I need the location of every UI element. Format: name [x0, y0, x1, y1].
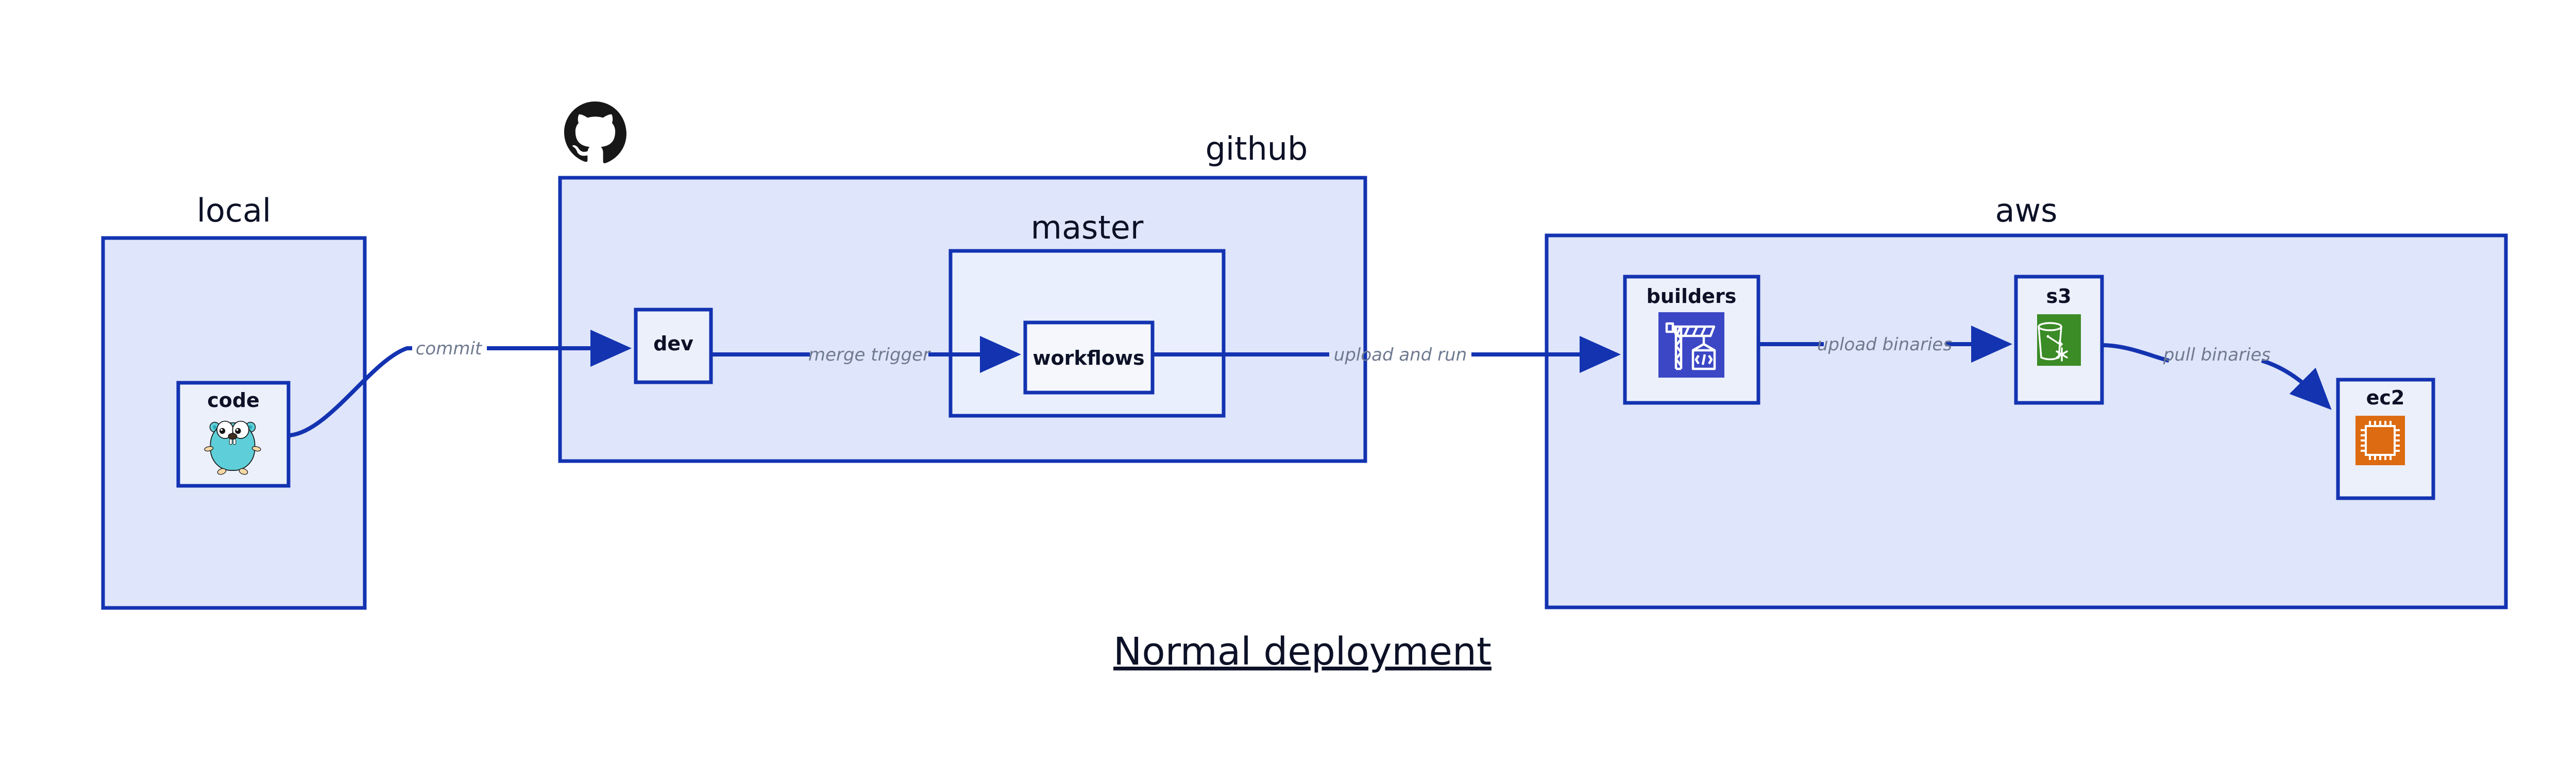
- node-ec2-label: ec2: [2366, 386, 2405, 409]
- node-dev-box[interactable]: [634, 308, 713, 384]
- group-master-label: master: [1031, 209, 1144, 246]
- node-workflows[interactable]: workflows: [1023, 320, 1155, 395]
- edge-merge-trigger: merge trigger: [711, 336, 1021, 373]
- page-title: Normal deployment: [1113, 630, 1492, 674]
- edge-merge-trigger-label: merge trigger: [808, 345, 931, 365]
- group-github-label: github: [1206, 130, 1308, 167]
- edge-pull-binaries-path-1: [2102, 343, 2170, 363]
- crane-build-icon: [1658, 312, 1724, 378]
- node-dev[interactable]: dev: [634, 308, 713, 384]
- node-code-label: code: [207, 389, 260, 412]
- node-builders-label: builders: [1647, 285, 1737, 308]
- edge-pull-binaries-path-2: [2261, 359, 2332, 410]
- edge-commit-label: commit: [416, 338, 483, 359]
- go-gopher-icon: [204, 420, 261, 475]
- s3-bucket-icon: [2037, 314, 2081, 366]
- node-s3-label: s3: [2046, 285, 2071, 308]
- node-workflows-label: workflows: [1032, 347, 1144, 369]
- github-octocat-icon: [564, 101, 626, 163]
- edge-upload-and-run-label: upload and run: [1334, 345, 1467, 365]
- node-code[interactable]: code: [176, 381, 291, 488]
- node-dev-label: dev: [653, 332, 693, 355]
- edge-pull-binaries: pull binaries: [2102, 343, 2332, 410]
- edge-pull-binaries-label: pull binaries: [2163, 345, 2270, 365]
- node-builders[interactable]: builders: [1623, 275, 1760, 405]
- edge-upload-binaries-label: upload binaries: [1817, 334, 1952, 355]
- cpu-chip-icon: [2355, 416, 2405, 465]
- group-local-label: local: [197, 192, 271, 229]
- edge-commit-path: [290, 346, 412, 437]
- group-aws-label: aws: [1995, 192, 2057, 229]
- node-workflows-box[interactable]: [1023, 320, 1155, 395]
- edge-commit: commit: [290, 330, 632, 437]
- edge-upload-binaries: upload binaries: [1758, 326, 2012, 363]
- node-s3[interactable]: s3: [2014, 275, 2104, 405]
- edge-upload-and-run: upload and run: [1153, 336, 1621, 373]
- node-ec2[interactable]: ec2: [2336, 378, 2435, 500]
